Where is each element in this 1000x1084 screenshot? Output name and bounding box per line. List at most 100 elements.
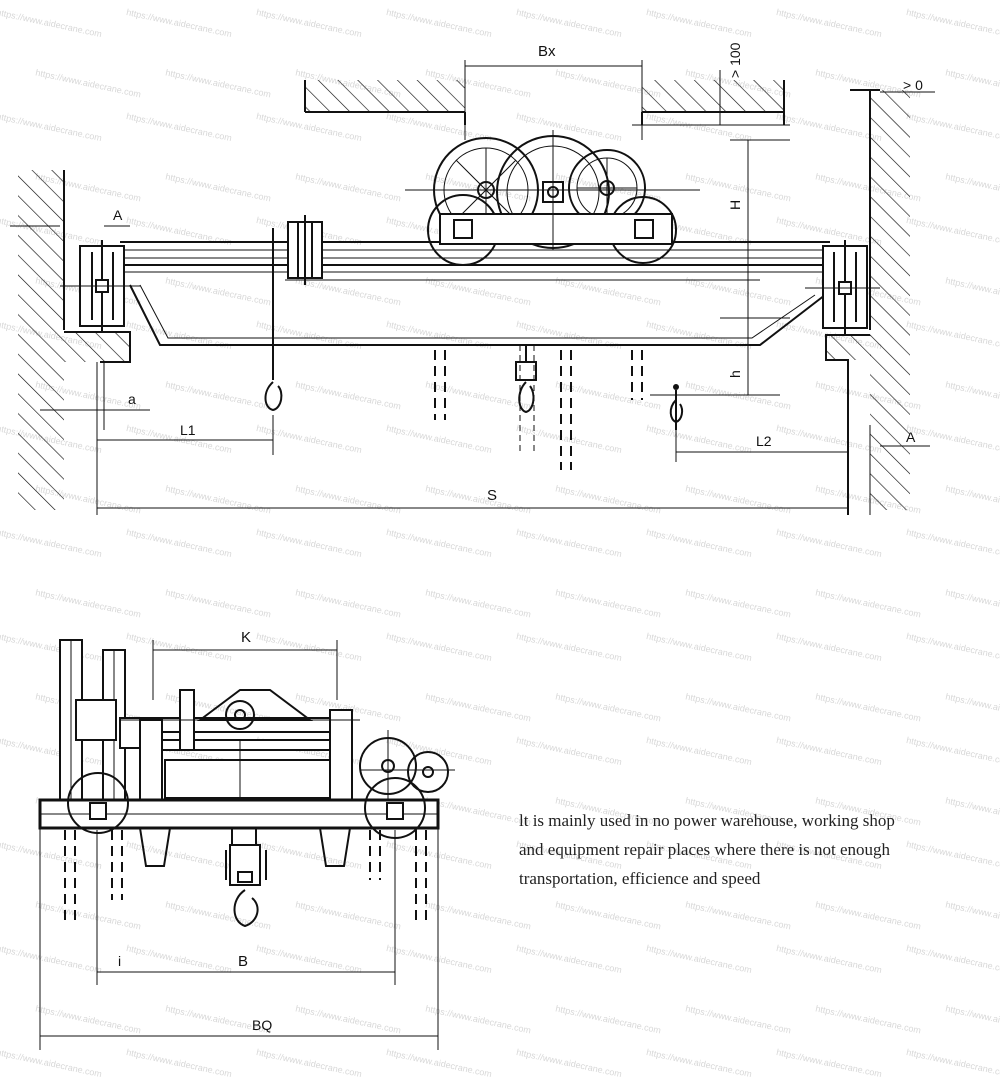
watermark-text: https://www.aidecrane.com [425,379,532,411]
watermark-text: https://www.aidecrane.com [126,1047,233,1079]
watermark-text: https://www.aidecrane.com [386,943,493,975]
watermark-text: https://www.aidecrane.com [0,7,103,39]
main-beam [38,772,440,839]
watermark-text: https://www.aidecrane.com [646,111,753,143]
watermark-text: https://www.aidecrane.com [906,943,1000,975]
watermark-text: https://www.aidecrane.com [35,67,142,99]
watermark-text: https://www.aidecrane.com [295,1003,402,1035]
description-text: lt is mainly used in no power warehouse,… [519,806,929,893]
watermark-text: https://www.aidecrane.com [516,7,623,39]
gt100-label: > 100 [727,42,743,78]
watermark-text: https://www.aidecrane.com [815,691,922,723]
B-label: B [238,953,248,970]
left-hook [264,381,283,412]
watermark-text: https://www.aidecrane.com [0,1047,103,1079]
watermark-text: https://www.aidecrane.com [516,319,623,351]
watermark-text: https://www.aidecrane.com [126,319,233,351]
bottom-dashed-drops [64,830,427,920]
watermark-text: https://www.aidecrane.com [646,527,753,559]
watermark-text: https://www.aidecrane.com [516,1047,623,1079]
watermark-text: https://www.aidecrane.com [906,735,1000,767]
a-left-label: A [113,207,123,223]
watermark-text: https://www.aidecrane.com [126,7,233,39]
H-label: H [727,200,743,210]
a-label: a [128,391,136,407]
watermark-text: https://www.aidecrane.com [945,379,1000,411]
watermark-text: https://www.aidecrane.com [516,423,623,455]
watermark-text: https://www.aidecrane.com [555,1003,662,1035]
right-wall [825,89,910,515]
left-wall [18,170,131,515]
a-right-label: A [906,429,916,445]
watermark-text: https://www.aidecrane.com [165,483,272,515]
watermark-text: https://www.aidecrane.com [256,423,363,455]
watermark-text: https://www.aidecrane.com [256,7,363,39]
right-end-carriage [805,240,880,335]
watermark-text: https://www.aidecrane.com [165,171,272,203]
sheave-group [59,639,141,801]
right-hook [669,384,684,430]
K-label: K [241,629,251,646]
watermark-text: https://www.aidecrane.com [425,587,532,619]
watermark-text: https://www.aidecrane.com [516,631,623,663]
watermark-text: https://www.aidecrane.com [126,631,233,663]
watermark-text: https://www.aidecrane.com [945,483,1000,515]
dashed-drops [434,350,643,470]
watermark-text: https://www.aidecrane.com [516,527,623,559]
watermark-text: https://www.aidecrane.com [425,691,532,723]
watermark-text: https://www.aidecrane.com [776,423,883,455]
watermark-text: https://www.aidecrane.com [815,1003,922,1035]
watermark-text: https://www.aidecrane.com [945,587,1000,619]
watermark-text: https://www.aidecrane.com [945,67,1000,99]
watermark-text: https://www.aidecrane.com [0,839,103,871]
watermark-text: https://www.aidecrane.com [906,423,1000,455]
S-label: S [487,487,497,504]
watermark-text: https://www.aidecrane.com [386,527,493,559]
watermark-text: https://www.aidecrane.com [165,587,272,619]
watermark-text: https://www.aidecrane.com [425,483,532,515]
watermark-text: https://www.aidecrane.com [646,7,753,39]
lug-right [318,827,352,867]
ceiling [304,80,790,126]
bottom-view: K [38,629,455,1050]
watermark-text: https://www.aidecrane.com [906,1047,1000,1079]
watermark-text: https://www.aidecrane.com [256,527,363,559]
watermark-text: https://www.aidecrane.com [165,379,272,411]
watermark-text: https://www.aidecrane.com [295,379,402,411]
watermark-text: https://www.aidecrane.com [165,275,272,307]
watermark-text: https://www.aidecrane.com [945,171,1000,203]
watermark-text: https://www.aidecrane.com [516,735,623,767]
watermark-text: https://www.aidecrane.com [776,735,883,767]
watermark-text: https://www.aidecrane.com [0,527,103,559]
h-label: h [727,370,743,378]
watermark-text: https://www.aidecrane.com [906,631,1000,663]
watermark-text: https://www.aidecrane.com [646,319,753,351]
watermark-text: https://www.aidecrane.com [256,1047,363,1079]
gear-drive [120,689,360,801]
watermark-text: https://www.aidecrane.com [906,7,1000,39]
watermark-text: https://www.aidecrane.com [425,795,532,827]
watermark-text: https://www.aidecrane.com [386,423,493,455]
middle-hook [515,345,537,455]
watermark-text: https://www.aidecrane.com [776,7,883,39]
watermark-text: https://www.aidecrane.com [386,319,493,351]
watermark-text: https://www.aidecrane.com [425,899,532,931]
watermark-text: https://www.aidecrane.com [386,735,493,767]
watermark-text: https://www.aidecrane.com [386,1047,493,1079]
watermark-text: https://www.aidecrane.com [35,899,142,931]
watermark-text: https://www.aidecrane.com [906,527,1000,559]
watermark-text: https://www.aidecrane.com [295,899,402,931]
BQ-label: BQ [252,1017,272,1033]
watermark-text: https://www.aidecrane.com [126,943,233,975]
watermark-text: https://www.aidecrane.com [425,1003,532,1035]
watermark-text: https://www.aidecrane.com [165,67,272,99]
watermark-text: https://www.aidecrane.com [906,319,1000,351]
watermark-text: https://www.aidecrane.com [815,587,922,619]
right-wheels [359,730,455,810]
watermark-text: https://www.aidecrane.com [256,943,363,975]
watermark-text: https://www.aidecrane.com [555,899,662,931]
L1-label: L1 [180,422,196,438]
watermark-text: https://www.aidecrane.com [906,215,1000,247]
watermark-text: https://www.aidecrane.com [945,1003,1000,1035]
watermark-text: https://www.aidecrane.com [945,691,1000,723]
